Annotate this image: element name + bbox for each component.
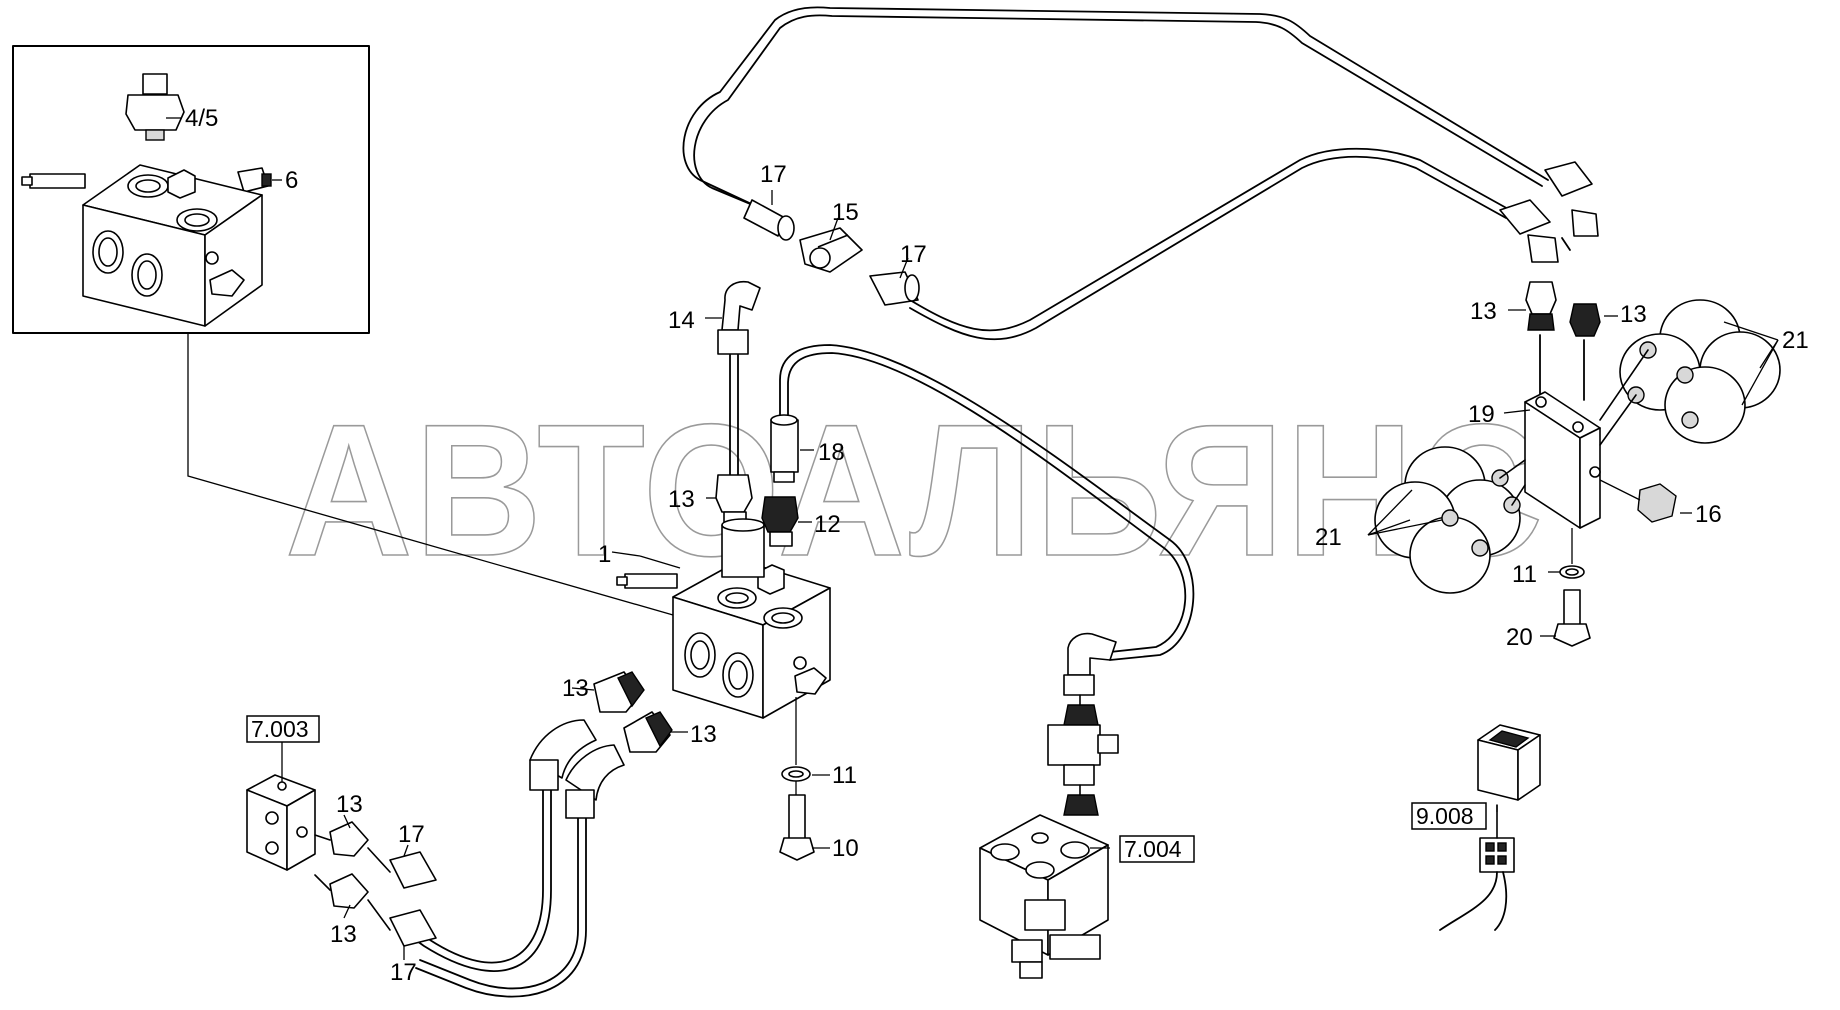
- accumulators-21: [1374, 299, 1781, 594]
- label-13-center: 13: [668, 486, 695, 513]
- switch-9-008: [1477, 724, 1541, 801]
- label-17-7003-a: 17: [398, 821, 425, 848]
- label-13-right-a: 13: [1470, 298, 1497, 325]
- sleeve-17-a: [389, 851, 437, 889]
- label-19: 19: [1468, 401, 1495, 428]
- ref-9-008-box[interactable]: 9.008: [1411, 802, 1487, 830]
- label-18: 18: [818, 439, 845, 466]
- hoses: [409, 6, 1585, 998]
- union-13-right-b: [1569, 303, 1601, 337]
- elbow-fitting-14: [717, 280, 761, 355]
- label-4-5: 4/5: [185, 105, 218, 132]
- label-17-mid: 17: [900, 241, 927, 268]
- inset-valve-block: [21, 164, 263, 327]
- label-13-right-b: 13: [1620, 301, 1647, 328]
- label-11-main: 11: [832, 762, 857, 789]
- adapter-18: [770, 414, 799, 483]
- accumulator-stems: [1499, 349, 1649, 506]
- union-13-7003-b: [329, 873, 369, 909]
- label-10: 10: [832, 835, 859, 862]
- ref-7-003-text: 7.003: [251, 716, 309, 742]
- elbow-lower-2: [565, 744, 625, 819]
- bolt-10: [779, 794, 815, 861]
- union-13-left: [593, 671, 645, 713]
- washer-11-right: [1559, 565, 1585, 579]
- nut-16: [1637, 483, 1677, 523]
- label-11-right: 11: [1512, 561, 1537, 588]
- label-13-left: 13: [562, 675, 589, 702]
- label-21-top: 21: [1782, 327, 1809, 354]
- sensor-under-13: [721, 518, 765, 578]
- connector-9-008: [1479, 837, 1515, 873]
- ref-7-004-box[interactable]: 7.004: [1119, 835, 1195, 863]
- plug-6: [237, 167, 272, 193]
- detail-inset: [12, 45, 370, 334]
- label-21-left: 21: [1315, 524, 1342, 551]
- watermark: АВТОАЛЬЯНС: [285, 385, 1545, 595]
- ref-7-003-box[interactable]: 7.003: [246, 715, 320, 743]
- label-20: 20: [1506, 624, 1533, 651]
- label-6: 6: [285, 167, 298, 194]
- fitting-17-top: [743, 199, 795, 241]
- elbow-near-7004: [1063, 632, 1117, 696]
- elbow-lower-1: [529, 719, 597, 791]
- part-labels: 4/5 6 17 15 17 14 18 13 12 1 13 13 11 10…: [185, 105, 1809, 986]
- label-17-7003-b: 17: [390, 959, 417, 986]
- pressure-switch-4-5: [125, 73, 185, 141]
- label-15: 15: [832, 199, 859, 226]
- block-7-003: [246, 774, 316, 871]
- tee-fitting-15: [799, 227, 863, 273]
- label-14: 14: [668, 307, 695, 334]
- label-1: 1: [598, 541, 611, 568]
- fitting-17-mid: [869, 271, 920, 306]
- main-valve-block-1: [616, 559, 831, 719]
- label-13-7003-a: 13: [336, 791, 363, 818]
- label-13-7003-b: 13: [330, 921, 357, 948]
- valve-stack-7004: [1047, 704, 1119, 816]
- washer-11-main: [781, 766, 811, 782]
- label-16: 16: [1695, 501, 1722, 528]
- hose-end-right-b: [1544, 161, 1599, 237]
- label-12: 12: [814, 511, 841, 538]
- ref-9-008-text: 9.008: [1416, 803, 1474, 829]
- bolt-20: [1553, 589, 1591, 647]
- distribution-block-19: [1524, 391, 1601, 529]
- sleeve-17-b: [389, 909, 437, 947]
- label-17-top: 17: [760, 161, 787, 188]
- union-13-right: [623, 711, 673, 753]
- union-12: [761, 496, 799, 547]
- hose-end-right-a: [1499, 199, 1559, 263]
- leader-lines: [166, 117, 1779, 960]
- ref-7-004-text: 7.004: [1124, 836, 1182, 862]
- block-7-004: [979, 814, 1109, 979]
- union-13-right-a: [1525, 281, 1557, 331]
- label-13-right: 13: [690, 721, 717, 748]
